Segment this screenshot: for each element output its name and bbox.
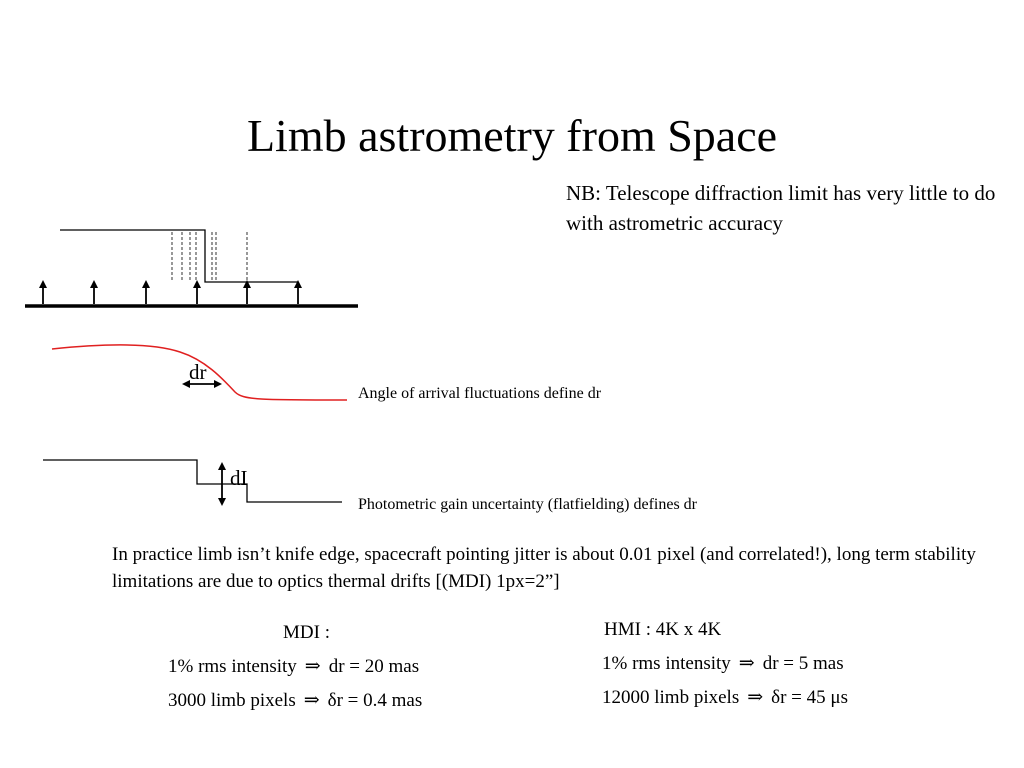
implies-symbol: ⇒ xyxy=(738,653,755,674)
formula-lhs: 12000 limb pixels xyxy=(602,687,740,708)
hmi-formula-limb-pixels: 12000 limb pixels ⇒ δr = 45 μs xyxy=(602,686,848,709)
nb-note: NB: Telescope diffraction limit has very… xyxy=(566,181,996,235)
knife-edge-profile xyxy=(25,229,358,308)
implies-symbol: ⇒ xyxy=(747,687,764,708)
formula-lhs: 3000 limb pixels xyxy=(168,690,296,711)
photometric-step-profile xyxy=(43,459,342,503)
mdi-heading: MDI : xyxy=(283,622,330,643)
formula-rhs: dr = 5 mas xyxy=(762,653,844,674)
formula-lhs: 1% rms intensity xyxy=(602,653,731,674)
formula-lhs: 1% rms intensity xyxy=(168,656,297,677)
angle-of-arrival-caption: Angle of arrival fluctuations define dr xyxy=(358,385,602,402)
slide-title: Limb astrometry from Space xyxy=(246,110,778,161)
hmi-formula-rms: 1% rms intensity ⇒ dr = 5 mas xyxy=(602,652,844,675)
formula-rhs: dr = 20 mas xyxy=(328,656,420,677)
mdi-formula-rms: 1% rms intensity ⇒ dr = 20 mas xyxy=(168,655,419,678)
formula-rhs: δr = 45 μs xyxy=(771,687,848,708)
implies-symbol: ⇒ xyxy=(304,656,321,677)
implies-symbol: ⇒ xyxy=(303,690,320,711)
di-label: dI xyxy=(230,466,248,490)
formula-rhs: δr = 0.4 mas xyxy=(327,690,423,711)
photometric-gain-caption: Photometric gain uncertainty (flatfieldi… xyxy=(358,496,697,513)
dr-label: dr xyxy=(189,360,207,384)
hmi-heading: HMI : 4K x 4K xyxy=(604,619,722,640)
limb-profile-curve xyxy=(51,344,348,401)
practice-note: In practice limb isn’t knife edge, space… xyxy=(112,544,976,592)
mdi-formula-limb-pixels: 3000 limb pixels ⇒ δr = 0.4 mas xyxy=(168,689,422,712)
